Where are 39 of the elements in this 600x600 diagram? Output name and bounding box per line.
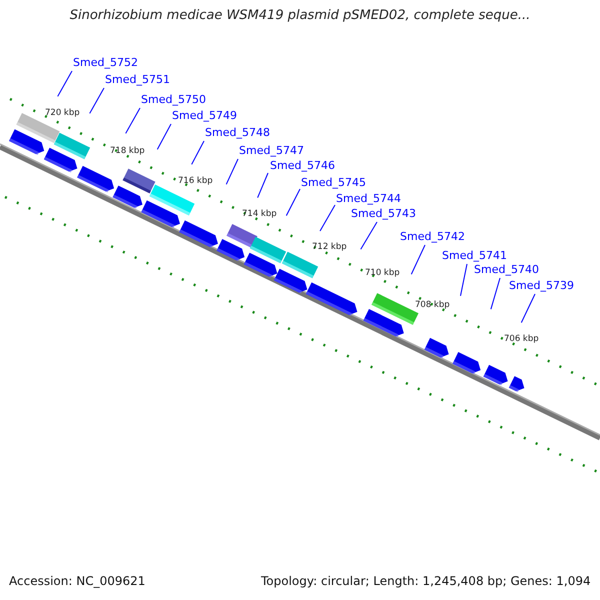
scale-label: 720 kbp [45, 108, 80, 118]
gene-label: Smed_5741 [442, 249, 507, 262]
scale-label: 716 kbp [178, 176, 213, 186]
summary-text: Topology: circular; Length: 1,245,408 bp; Genes: 1,094 [261, 574, 591, 588]
leader-line [156, 124, 172, 150]
leader-line [191, 140, 204, 165]
leader-line [257, 172, 268, 198]
leader-line [89, 88, 104, 114]
leader-line [226, 158, 238, 185]
scale-label: 706 kbp [504, 334, 539, 344]
scale-label: 712 kbp [312, 242, 347, 252]
leader-line [520, 294, 536, 324]
map-title: Sinorhizobium medicae WSM419 plasmid pSMED02, complete seque... [68, 8, 532, 23]
accession-text: Accession: NC_009621 [9, 574, 146, 588]
leader-line [57, 70, 72, 97]
leader-line [410, 244, 426, 275]
scale-label: 710 kbp [365, 268, 400, 278]
scale-label: 718 kbp [110, 146, 145, 156]
gene-label: Smed_5752 [73, 56, 138, 69]
scale-label: 714 kbp [242, 209, 277, 219]
leader-line [125, 108, 140, 134]
scale-label: 708 kbp [415, 300, 450, 310]
gene-label: Smed_5746 [270, 159, 335, 172]
leader-line [320, 204, 336, 232]
leader-line [360, 222, 378, 250]
leader-line [490, 278, 500, 310]
gene-label: Smed_5743 [351, 207, 416, 220]
gene-label: Smed_5750 [141, 93, 206, 106]
gene-label: Smed_5740 [474, 263, 539, 276]
gene-label: Smed_5744 [336, 192, 401, 205]
gene-label: Smed_5747 [239, 144, 304, 157]
gene-label: Smed_5739 [509, 279, 574, 292]
leader-line [286, 188, 300, 216]
gene-label: Smed_5748 [205, 126, 270, 139]
gene-label: Smed_5751 [105, 73, 170, 86]
leader-line [460, 264, 468, 296]
gene-label: Smed_5742 [400, 230, 465, 243]
gene-label: Smed_5745 [301, 176, 366, 189]
gene-label: Smed_5749 [172, 109, 237, 122]
